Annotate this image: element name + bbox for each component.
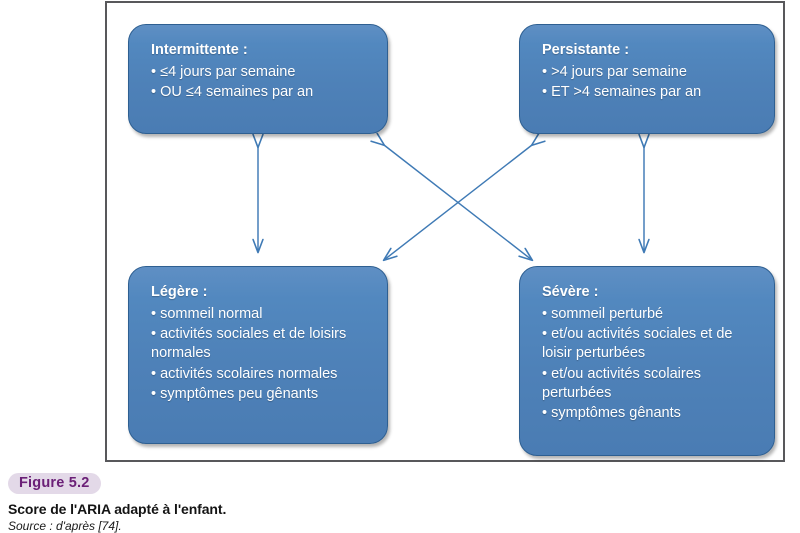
- box-persistante-title: Persistante :: [542, 42, 630, 58]
- figure-caption-title: Score de l'ARIA adapté à l'enfant.: [8, 501, 227, 517]
- box-severe: Sévère : sommeil perturbé et/ou activité…: [519, 266, 775, 456]
- figure-caption: Figure 5.2 Score de l'ARIA adapté à l'en…: [8, 473, 508, 533]
- list-item: activités scolaires normales: [151, 365, 373, 384]
- arrow-intermittente-severe: [382, 132, 546, 262]
- box-intermittente-title: Intermittente :: [151, 42, 248, 58]
- list-item: sommeil normal: [151, 305, 373, 324]
- figure-number-badge: Figure 5.2: [8, 473, 101, 494]
- box-severe-list: sommeil perturbé et/ou activités sociale…: [542, 305, 760, 423]
- box-intermittente: Intermittente : ≤4 jours par semaine OU …: [128, 24, 388, 134]
- arrow-persistante-legere: [370, 132, 534, 262]
- box-persistante-list: >4 jours par semaine ET >4 semaines par …: [542, 63, 760, 102]
- figure-frame: Intermittente : ≤4 jours par semaine OU …: [105, 1, 785, 462]
- box-severe-title: Sévère :: [542, 284, 599, 300]
- list-item: ET >4 semaines par an: [542, 83, 760, 102]
- list-item: et/ou activités sociales et de loisir pe…: [542, 325, 760, 363]
- list-item: sommeil perturbé: [542, 305, 760, 324]
- list-item: symptômes peu gênants: [151, 385, 373, 404]
- box-legere: Légère : sommeil normal activités social…: [128, 266, 388, 444]
- list-item: >4 jours par semaine: [542, 63, 760, 82]
- list-item: OU ≤4 semaines par an: [151, 83, 373, 102]
- box-persistante: Persistante : >4 jours par semaine ET >4…: [519, 24, 775, 134]
- box-legere-title: Légère :: [151, 284, 208, 300]
- list-item: activités sociales et de loisirs normale…: [151, 325, 373, 363]
- list-item: ≤4 jours par semaine: [151, 63, 373, 82]
- list-item: et/ou activités scolaires perturbées: [542, 365, 760, 403]
- box-intermittente-list: ≤4 jours par semaine OU ≤4 semaines par …: [151, 63, 373, 102]
- figure-caption-source: Source : d'après [74].: [8, 519, 122, 533]
- box-legere-list: sommeil normal activités sociales et de …: [151, 305, 373, 404]
- list-item: symptômes gênants: [542, 404, 760, 423]
